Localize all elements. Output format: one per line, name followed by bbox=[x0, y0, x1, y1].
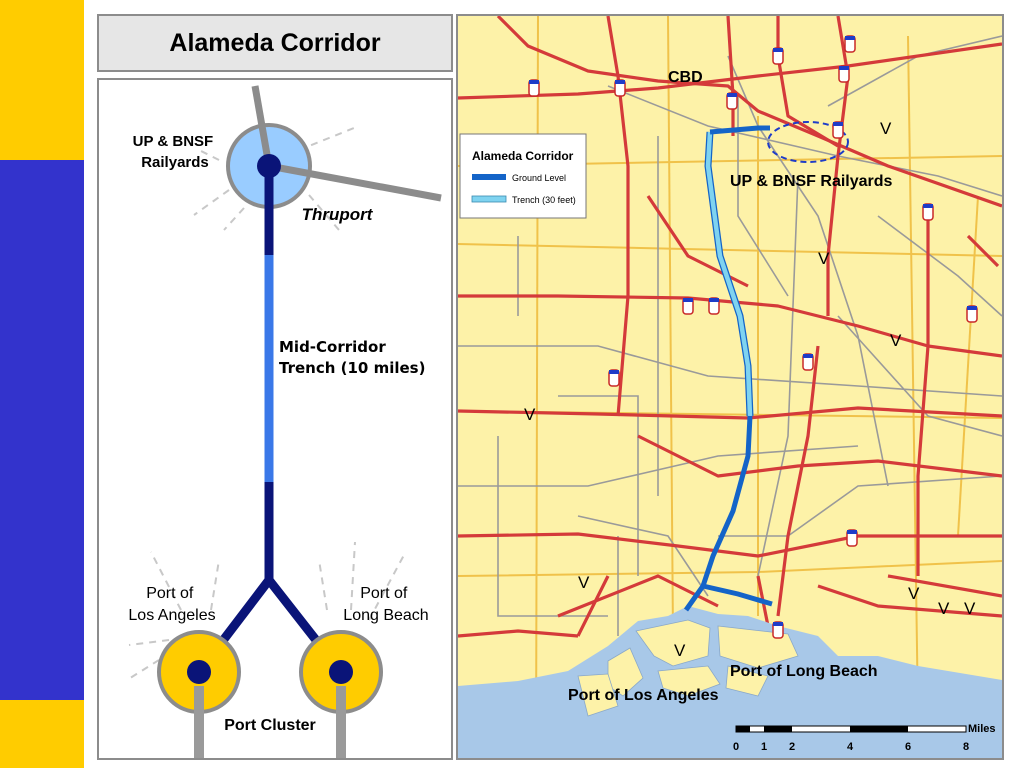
scale-tick: 2 bbox=[789, 741, 795, 753]
route-markers: V V V V V V V V V bbox=[524, 119, 976, 660]
corridor-north-route bbox=[709, 125, 770, 135]
route-marker: V bbox=[578, 573, 590, 592]
route-marker: V bbox=[890, 331, 902, 350]
legend-item-trench: Trench (30 feet) bbox=[512, 195, 576, 205]
accent-band-yellow-top bbox=[0, 0, 84, 160]
port-lb-hub bbox=[329, 660, 353, 684]
scale-unit: Miles bbox=[968, 723, 996, 735]
page-title: Alameda Corridor bbox=[169, 28, 381, 57]
route-marker: V bbox=[938, 599, 950, 618]
route-marker: V bbox=[674, 641, 686, 660]
map-port-lb-label: Port of Long Beach bbox=[730, 663, 878, 680]
accent-band-yellow-bottom bbox=[0, 700, 84, 768]
map-cbd-label: CBD bbox=[668, 69, 703, 86]
port-la-hub bbox=[187, 660, 211, 684]
scale-tick: 4 bbox=[847, 741, 854, 753]
schematic-port-lb-label: Port of Long Beach bbox=[343, 585, 428, 624]
railyard-spokes bbox=[251, 85, 442, 202]
map-port-la-label: Port of Los Angeles bbox=[568, 687, 719, 704]
corridor-lb-route bbox=[702, 583, 773, 607]
scale-tick: 6 bbox=[905, 741, 911, 753]
scale-tick: 1 bbox=[761, 741, 767, 753]
corridor-trench-route bbox=[705, 131, 753, 417]
port-la-stem-over bbox=[194, 686, 204, 758]
map-legend: Alameda Corridor Ground Level Trench (30… bbox=[459, 133, 587, 219]
trench-label: Mid-Corridor Trench (10 miles) bbox=[279, 338, 425, 377]
scale-bar: Miles 0 1 2 4 6 8 bbox=[733, 723, 996, 753]
route-marker: V bbox=[964, 599, 976, 618]
port-lb-stem-over bbox=[336, 686, 346, 758]
map-railyards-label: UP & BNSF Railyards bbox=[730, 173, 893, 190]
railyard-ellipse bbox=[767, 121, 849, 163]
legend-swatch-ground bbox=[472, 174, 506, 180]
route-marker: V bbox=[524, 405, 536, 424]
port-rays bbox=[126, 541, 405, 681]
corridor-map: V V V V V V V V V Alameda Corridor Groun… bbox=[456, 14, 1004, 760]
legend-item-ground: Ground Level bbox=[512, 173, 566, 183]
rail-network bbox=[458, 35, 1002, 636]
title-box: Alameda Corridor bbox=[97, 14, 453, 72]
schematic-svg: UP & BNSF Railyards Thruport Mid-Corrido… bbox=[126, 85, 442, 758]
route-marker: V bbox=[818, 249, 830, 268]
corridor-south-route bbox=[683, 415, 753, 612]
scale-tick: 8 bbox=[963, 741, 969, 753]
schematic-railyards-label: UP & BNSF Railyards bbox=[133, 133, 218, 171]
route-marker: V bbox=[908, 584, 920, 603]
thruport-label: Thruport bbox=[302, 205, 374, 224]
route-marker: V bbox=[880, 119, 892, 138]
schematic-port-la-label: Port of Los Angeles bbox=[128, 585, 215, 624]
accent-band-blue bbox=[0, 160, 84, 700]
scale-seg bbox=[764, 726, 792, 732]
map-svg: V V V V V V V V V Alameda Corridor Groun… bbox=[458, 16, 1002, 758]
scale-tick: 0 bbox=[733, 741, 739, 753]
freeway-shields bbox=[528, 35, 978, 639]
port-cluster-label: Port Cluster bbox=[224, 717, 316, 734]
thruport-hub bbox=[257, 154, 281, 178]
legend-title: Alameda Corridor bbox=[472, 149, 574, 163]
scale-seg bbox=[736, 726, 750, 732]
legend-swatch-trench bbox=[471, 195, 507, 203]
scale-seg bbox=[850, 726, 908, 732]
railyard-rays bbox=[193, 127, 355, 231]
corridor-schematic: UP & BNSF Railyards Thruport Mid-Corrido… bbox=[97, 78, 453, 760]
